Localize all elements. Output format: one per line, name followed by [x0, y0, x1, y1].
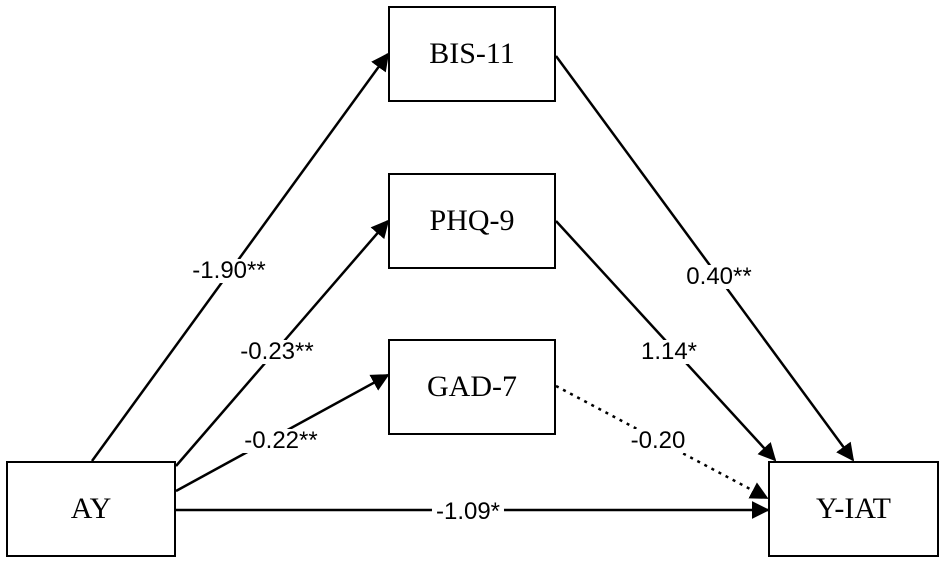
node-phq9: PHQ-9	[388, 173, 556, 269]
coef-ay-gad7: -0.22**	[240, 429, 322, 453]
node-bis11-label: BIS-11	[429, 37, 515, 70]
node-bis11: BIS-11	[388, 6, 556, 102]
coef-gad7-yiat: -0.20	[626, 429, 690, 453]
node-yiat-label: Y-IAT	[816, 492, 891, 525]
node-yiat: Y-IAT	[768, 461, 939, 557]
node-gad7: GAD-7	[388, 339, 556, 435]
coef-ay-bis11: -1.90**	[188, 259, 270, 283]
arrow-ay-bis11	[90, 52, 390, 462]
node-ay-label: AY	[70, 492, 112, 525]
node-gad7-label: GAD-7	[427, 370, 517, 403]
coef-phq9-yiat: 1.14*	[636, 340, 702, 364]
node-ay: AY	[6, 461, 176, 557]
coef-ay-yiat: -1.09*	[431, 500, 505, 524]
arrow-bis11-yiat	[554, 55, 855, 462]
coef-ay-phq9: -0.23**	[236, 340, 318, 364]
node-phq9-label: PHQ-9	[429, 204, 515, 237]
coef-bis11-yiat: 0.40**	[682, 265, 756, 289]
